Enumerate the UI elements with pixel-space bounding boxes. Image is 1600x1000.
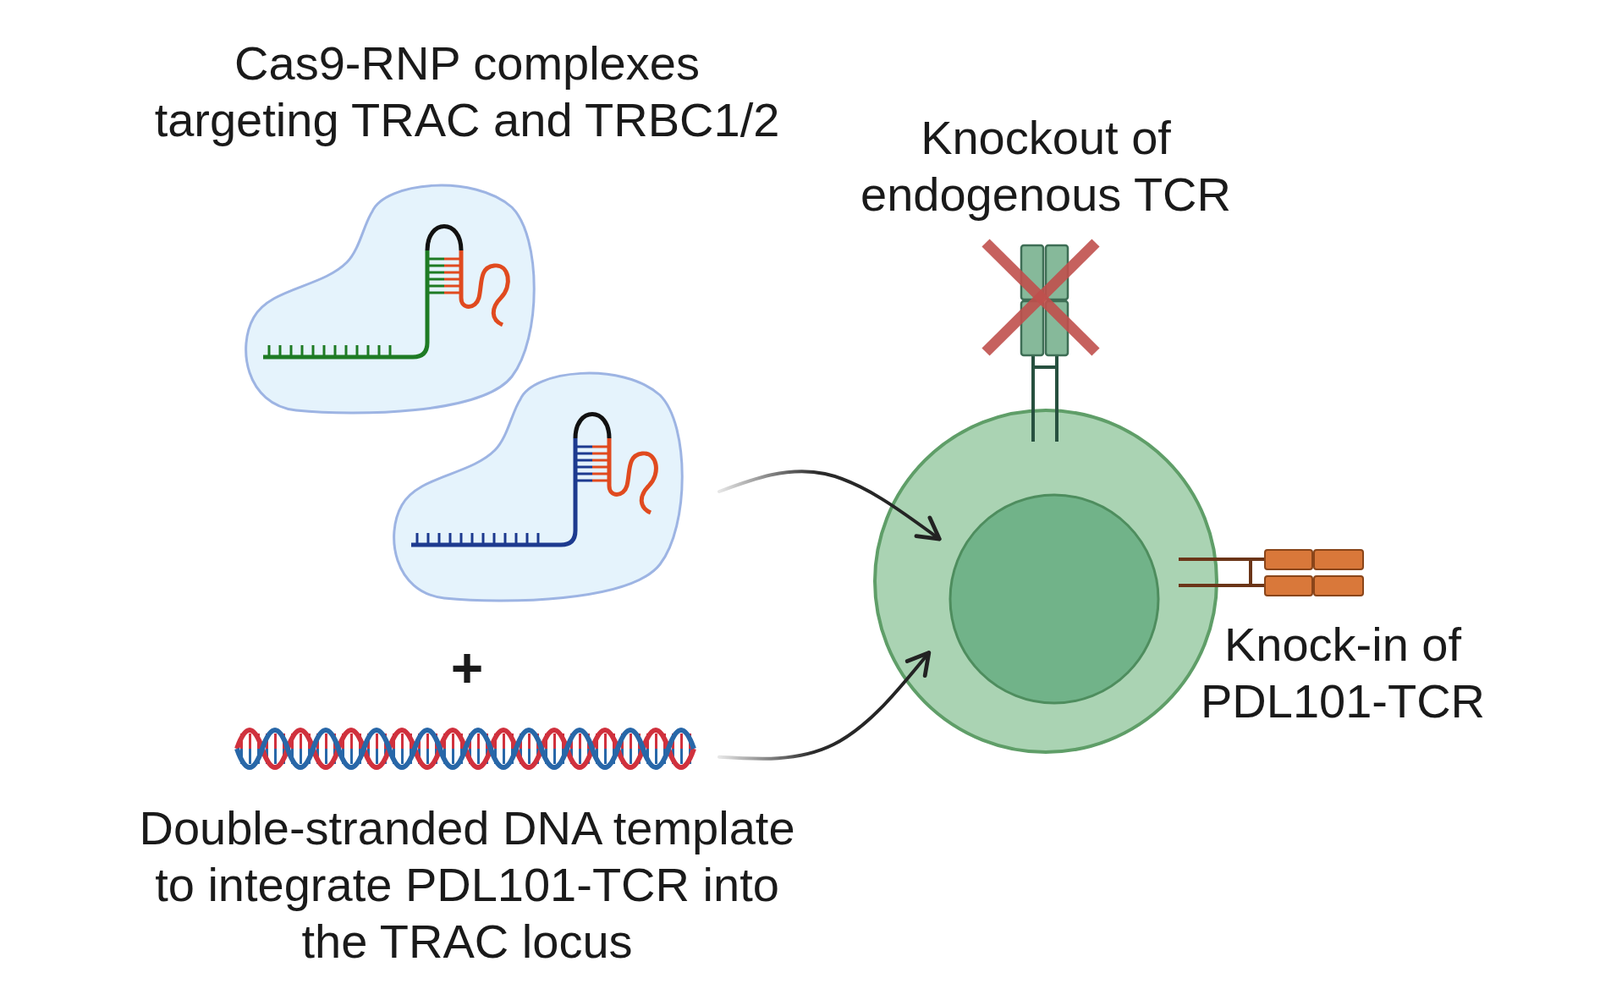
process-arrow [719,652,930,759]
tcr-domain [1021,301,1044,356]
rna-pairing [444,258,462,293]
knockout-cross [985,242,1096,352]
cell-membrane [874,410,1217,753]
tcr-domain [1314,549,1364,570]
reagent-group: Cas9-RNP complexes targeting TRAC and TR… [228,169,720,610]
t-cell: Knockout of endogenous TCRKnock-in of PD… [872,407,1220,755]
node-heading: Cas9-RNP complexes targeting TRAC and TR… [144,34,790,149]
rna-loop [575,414,610,440]
knockout-cross [985,242,1096,352]
guide-rna [411,438,576,545]
tcr-domain [1314,576,1364,596]
dna-strand [236,730,694,768]
tcr-domain [1045,301,1068,356]
process-arrow [719,471,940,539]
knockin-tcr [1178,549,1364,596]
node-heading: Knockout of endogenous TCR [834,109,1258,223]
cas9-protein [394,373,683,601]
cell-nucleus [950,494,1159,704]
rna-loop [427,226,462,252]
tcr-domain [1264,549,1313,570]
rna-pairing [575,446,593,481]
cas9-protein [246,185,535,413]
rna-pairing [592,446,610,481]
tcr-stem [1178,557,1265,561]
base-pairs [240,733,693,749]
dna-helix [236,730,694,768]
guide-rna-bases [417,533,539,545]
guide-rna [263,250,428,358]
tracr-rna [461,250,508,325]
guide-rna-bases [269,345,391,358]
rnp-complex [394,373,683,601]
tcr-stem [1178,583,1265,588]
plus-sign: + [433,639,501,696]
endogenous-tcr [985,242,1096,442]
tcr-stem [1031,355,1035,442]
tcr-bridge [1248,559,1253,586]
node-heading: Double-stranded DNA template to integrat… [124,799,810,971]
cell-outline [872,407,1220,755]
tcr-domain [1264,576,1313,596]
tracr-rna [609,438,656,513]
tcr-domain [1021,245,1044,300]
rna-pairing [427,258,445,293]
node-note: Knock-in of PDL101-TCR [1165,615,1521,730]
dna-strand [236,730,694,768]
rnp-complex [246,185,535,413]
base-pairs [240,748,693,765]
tcr-bridge [1033,365,1057,369]
dna-template: Double-stranded DNA template to integrat… [228,719,720,779]
tcr-domain [1045,245,1068,300]
tcr-stem [1055,355,1059,442]
